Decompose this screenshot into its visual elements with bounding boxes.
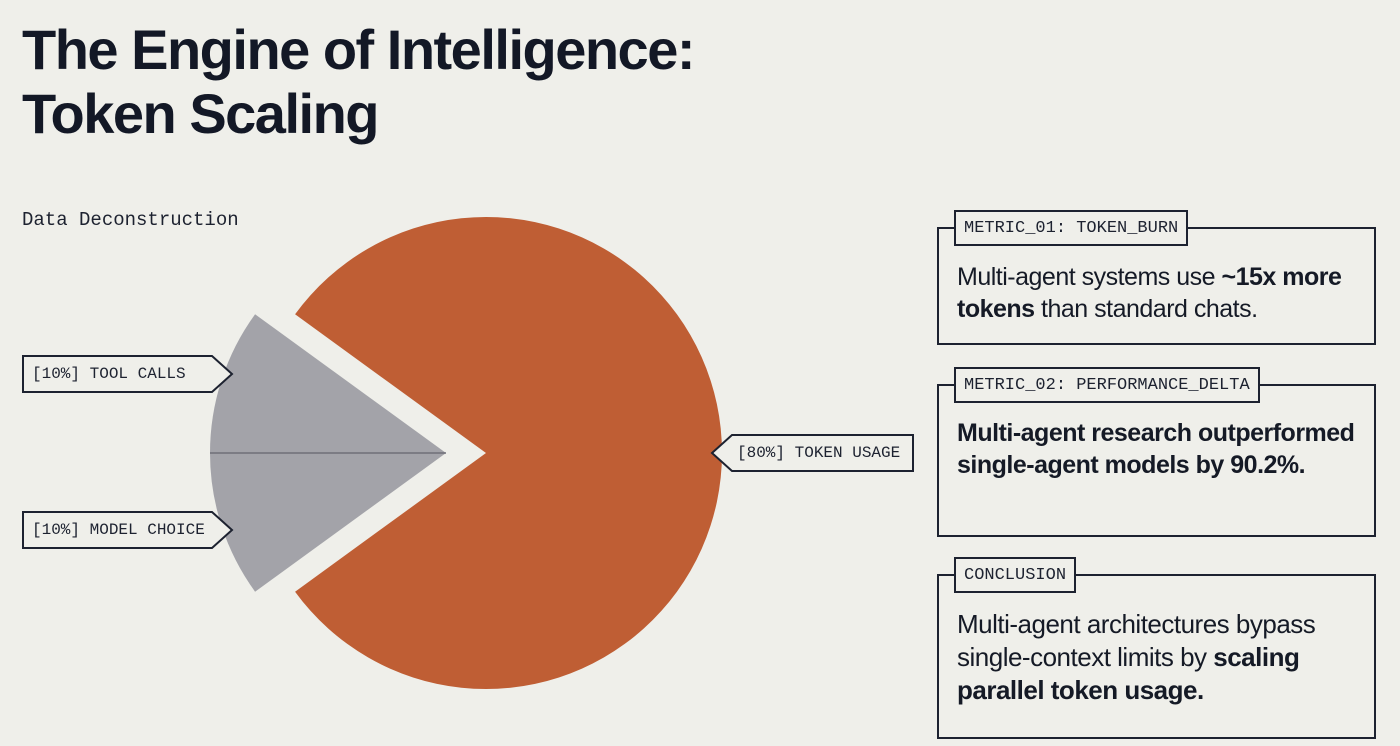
callout-token-usage: [80%] TOKEN USAGE (710, 434, 914, 472)
title-line-2: Token Scaling (22, 82, 379, 145)
callout-model-choice-frame (22, 511, 234, 549)
page-title: The Engine of Intelligence: Token Scalin… (22, 18, 696, 146)
metric-token-burn-text-pre: Multi-agent systems use (957, 263, 1222, 291)
callout-tool-calls-label: [10%] TOOL CALLS (32, 365, 186, 383)
metric-token-burn-panel: METRIC_01: TOKEN_BURN Multi-agent system… (937, 210, 1376, 345)
callout-tool-calls: [10%] TOOL CALLS (22, 355, 234, 393)
metric-token-burn-text-bold: ~15x more tokens (957, 263, 1342, 323)
pie-slice-model-choice (210, 453, 446, 592)
metric-token-burn-text-post: than standard chats. (1034, 295, 1258, 323)
pie-slice-tool-calls (210, 314, 446, 453)
metric-performance-delta-tag: METRIC_02: PERFORMANCE_DELTA (954, 367, 1260, 403)
callout-token-usage-frame (710, 434, 914, 472)
pie-slice-token-usage (295, 217, 722, 690)
metric-performance-delta-text: Multi-agent research outperformed single… (957, 419, 1355, 479)
metric-token-burn-text: Multi-agent systems use ~15x more tokens… (957, 261, 1362, 325)
title-line-1: The Engine of Intelligence: (22, 18, 696, 81)
conclusion-tag: CONCLUSION (954, 557, 1077, 593)
conclusion-panel: CONCLUSION Multi-agent architectures byp… (937, 557, 1376, 739)
metric-performance-delta-panel: METRIC_02: PERFORMANCE_DELTA Multi-agent… (937, 367, 1376, 537)
callout-model-choice: [10%] MODEL CHOICE (22, 511, 234, 549)
conclusion-text-bold: scaling parallel token usage. (957, 642, 1300, 705)
metric-token-burn-tag: METRIC_01: TOKEN_BURN (954, 210, 1189, 246)
callout-model-choice-label: [10%] MODEL CHOICE (32, 521, 205, 539)
conclusion-text-pre: Multi-agent architectures bypass single-… (957, 609, 1316, 672)
pie-chart (210, 217, 722, 690)
conclusion-text: Multi-agent architectures bypass single-… (957, 608, 1362, 707)
callout-token-usage-label: [80%] TOKEN USAGE (737, 444, 901, 462)
callout-tool-calls-frame (22, 355, 234, 393)
section-subtitle: Data Deconstruction (22, 209, 239, 231)
